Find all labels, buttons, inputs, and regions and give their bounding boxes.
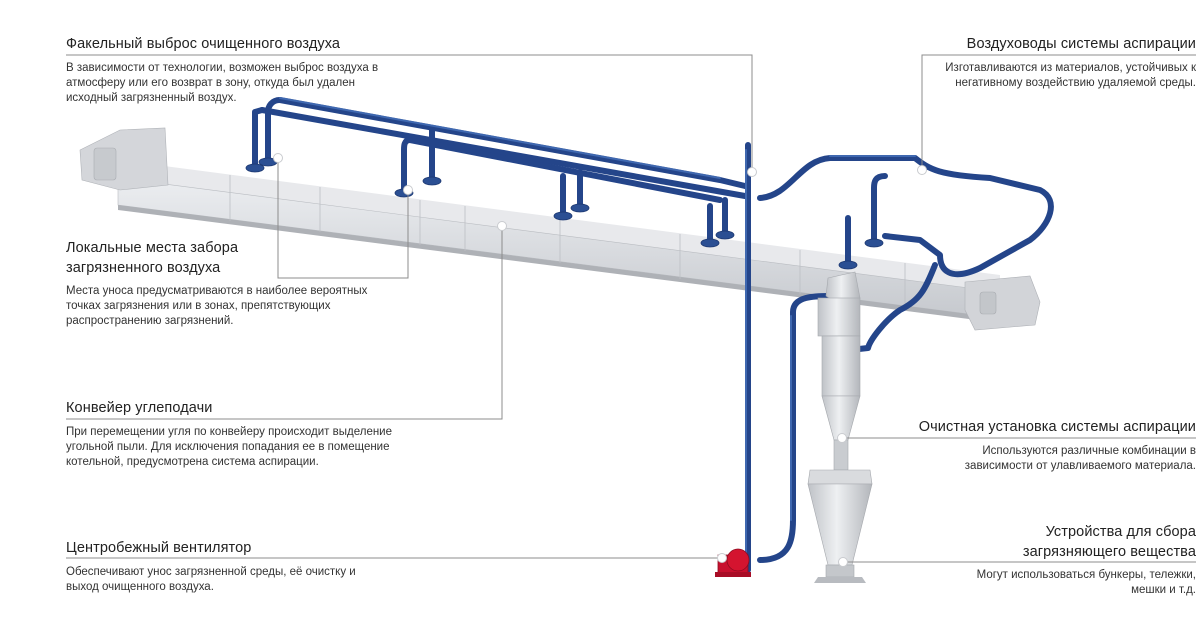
leader-lines: [66, 54, 1196, 563]
leader-flare: [66, 54, 753, 172]
cyclone-valve: [833, 439, 849, 471]
callout-text: При перемещении угля по конвейеру происх…: [66, 426, 393, 468]
callout-title: Очистная установка системы аспирации: [918, 419, 1196, 435]
duct-drop-3: [401, 137, 413, 193]
cyclone-body: [821, 335, 861, 397]
conveyor-left-housing: [79, 127, 169, 191]
leader-local: [277, 160, 409, 279]
callout-text: Места уноса предусматриваются в наиболее…: [66, 285, 368, 327]
callout-collector: Устройства для сбора загрязняющего вещес…: [940, 522, 1196, 598]
white-dot-marker: [273, 153, 927, 567]
main-duct-lower: [259, 107, 748, 199]
callout-local: Локальные места забора загрязненного воз…: [66, 238, 406, 329]
duct-drop-1: [265, 97, 283, 163]
callout-text: Используются различные комбинации в зави…: [964, 445, 1196, 472]
cyclone-top: [817, 297, 861, 337]
callout-ducts: Воздуховоды системы аспирации Изготавлив…: [920, 36, 1196, 91]
conveyor-bottom: [118, 205, 1000, 323]
callout-title: Факельный выброс очищенного воздуха: [66, 36, 341, 52]
callout-conveyor: Конвейер углеподачи При перемещении угля…: [66, 400, 426, 470]
duct-loop: [757, 155, 1054, 277]
callout-flare: Факельный выброс очищенного воздуха В за…: [66, 36, 426, 106]
conveyor-top: [118, 160, 1000, 292]
callout-cleaner: Очистная установка системы аспирации Исп…: [900, 419, 1196, 474]
callout-title: Устройства для сбора загрязняющего вещес…: [1022, 524, 1196, 560]
callout-title: Конвейер углеподачи: [66, 400, 213, 416]
duct-drop-9: [871, 173, 888, 243]
main-duct-rear: [407, 137, 723, 203]
duct-drop-2: [252, 107, 265, 168]
callout-title: Локальные места забора загрязненного воз…: [66, 240, 239, 276]
callout-text: Обеспечивают унос загрязненной среды, её…: [66, 566, 356, 593]
collector-base: [814, 577, 866, 583]
callout-title: Воздуховоды системы аспирации: [966, 36, 1196, 52]
leader-conveyor: [66, 226, 503, 420]
centrifugal-fan-icon: [715, 548, 751, 577]
conveyor-drive: [93, 147, 117, 181]
main-duct-upper: [277, 97, 748, 189]
cleaning-unit: [807, 271, 873, 583]
callout-text: Могут использоваться бункеры, тележки, м…: [976, 569, 1196, 596]
collector-hopper: [807, 483, 873, 566]
collector-outlet: [825, 564, 855, 578]
coal-conveyor: [79, 127, 1041, 331]
duct-to-cyclone: [847, 262, 938, 353]
conveyor-segment-lines: [229, 175, 906, 307]
callout-title: Центробежный вентилятор: [66, 540, 252, 556]
conveyor-right-drive: [979, 291, 997, 315]
callout-fan: Центробежный вентилятор Обеспечивают уно…: [66, 540, 396, 595]
callout-text: В зависимости от технологии, возможен вы…: [66, 62, 379, 104]
fan-duct-return: [757, 293, 833, 563]
callout-text: Изготавливаются из материалов, устойчивы…: [945, 62, 1196, 89]
leader-ducts: [921, 54, 1196, 170]
aspiration-ducts: [245, 97, 1054, 573]
conveyor-right-housing: [964, 275, 1041, 331]
collector-hopper-top: [807, 469, 873, 485]
